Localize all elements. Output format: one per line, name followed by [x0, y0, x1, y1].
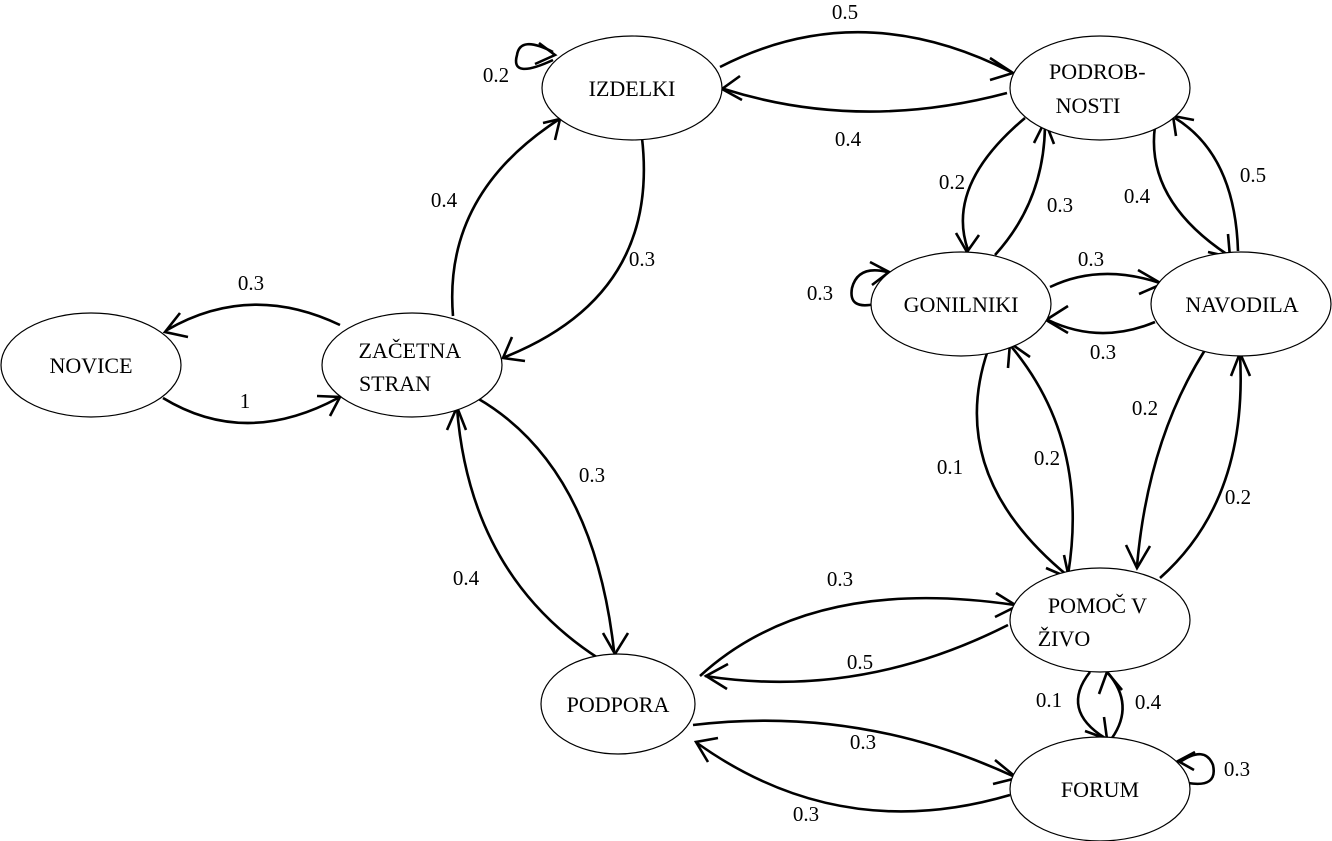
edge-label-podrobnosti-izdelki: 0.4 [835, 127, 862, 151]
edge-izdelki-izdelki [514, 42, 554, 71]
edge-label-zacetna-izdelki: 0.4 [431, 188, 458, 212]
edges [162, 30, 1242, 813]
edge-podpora-zacetna [455, 407, 599, 660]
node-podrobnosti: PODROB- NOSTI [1009, 35, 1191, 141]
node-forum: FORUM [1009, 736, 1191, 841]
edge-navodila-podrobnosti [1174, 116, 1240, 252]
node-podpora: PODPORA [540, 653, 696, 755]
edge-gonilniki-navodila [1049, 272, 1161, 289]
edge-label-podrobnosti-navodila: 0.4 [1124, 184, 1151, 208]
edge-podrobnosti-izdelki [723, 87, 1008, 113]
edge-label-navodila-pomoc: 0.2 [1132, 396, 1158, 420]
edge-izdelki-zacetna [504, 137, 646, 359]
edge-zacetna-podpora [476, 396, 616, 652]
edge-izdelki-podrobnosti [719, 30, 1012, 74]
edge-gonilniki-gonilniki [850, 269, 888, 307]
node-novice: NOVICE [0, 312, 182, 418]
arrowhead-icon [1124, 544, 1152, 571]
edge-label-gonilniki-gonilniki: 0.3 [807, 281, 833, 305]
edge-forum-forum [1179, 752, 1215, 786]
edge-zacetna-novice [166, 303, 341, 332]
edge-label-izdelki-zacetna: 0.3 [629, 247, 655, 271]
edge-gonilniki-pomoc [975, 349, 1069, 578]
edge-label-gonilniki-podrobnosti: 0.3 [1047, 193, 1073, 217]
edge-pomoc-gonilniki [1009, 344, 1074, 576]
arrowhead-icon [316, 394, 343, 417]
node-gonilniki: GONILNIKI [870, 251, 1052, 357]
edge-label-pomoc-podpora: 0.5 [847, 650, 873, 674]
edge-label-forum-pomoc: 0.4 [1135, 690, 1162, 714]
edge-label-navodila-podrobnosti: 0.5 [1240, 163, 1266, 187]
node-navodila-label: NAVODILA [1185, 292, 1298, 317]
edge-navodila-pomoc [1135, 349, 1207, 567]
arrowhead-icon [501, 336, 526, 363]
edge-label-podrobnosti-gonilniki: 0.2 [939, 170, 965, 194]
edge-label-pomoc-gonilniki: 0.2 [1034, 446, 1060, 470]
edge-podrobnosti-gonilniki [961, 117, 1026, 251]
edge-pomoc-navodila [1159, 354, 1242, 579]
arrowhead-icon [989, 56, 1017, 82]
node-pomoc-v-zivo-label: POMOČ V ŽIVO [1038, 593, 1152, 651]
edge-zacetna-izdelki [450, 118, 559, 317]
edge-label-izdelki-podrobnosti: 0.5 [832, 0, 858, 24]
edge-podpora-forum [692, 719, 1016, 779]
node-podrobnosti-label: PODROB- NOSTI [1049, 59, 1151, 118]
edge-pomoc-forum [1076, 671, 1106, 740]
node-zacetna-stran: ZAČETNA STRAN [321, 312, 503, 418]
edge-label-navodila-gonilniki: 0.3 [1090, 340, 1116, 364]
edge-novice-zacetna [162, 396, 339, 425]
arrowhead-icon [954, 232, 981, 255]
edge-label-forum-forum: 0.3 [1224, 757, 1250, 781]
edge-label-pomoc-forum: 0.1 [1036, 688, 1062, 712]
edge-label-izdelki-izdelki: 0.2 [483, 63, 509, 87]
edge-gonilniki-podrobnosti [994, 122, 1047, 256]
edge-pomoc-podpora [704, 623, 1009, 684]
nodes: NOVICE ZAČETNA STRAN IZDELKI PODROB- NOS… [0, 35, 1332, 841]
edge-label-zacetna-novice: 0.3 [238, 271, 264, 295]
edge-label-novice-zacetna: 1 [240, 389, 251, 413]
arrowhead-icon [162, 312, 189, 339]
node-izdelki: IZDELKI [541, 35, 723, 141]
arrowhead-icon [1175, 750, 1196, 772]
edge-podpora-pomoc [699, 596, 1016, 677]
edge-labels: 0.3 1 0.4 0.3 0.2 0.5 0.4 0.3 0.4 0.2 0.… [238, 0, 1266, 826]
node-novice-label: NOVICE [49, 353, 132, 378]
edge-label-gonilniki-navodila: 0.3 [1078, 247, 1104, 271]
edge-label-zacetna-podpora: 0.3 [579, 463, 605, 487]
node-izdelki-label: IZDELKI [589, 76, 676, 101]
edge-navodila-gonilniki [1047, 318, 1156, 335]
arrowhead-icon [693, 736, 719, 763]
edge-podrobnosti-navodila [1152, 125, 1229, 257]
edge-label-podpora-pomoc: 0.3 [827, 567, 853, 591]
edge-forum-podpora [696, 741, 1011, 813]
edge-label-podpora-forum: 0.3 [850, 730, 876, 754]
arrowhead-icon [601, 632, 630, 657]
arrowhead-icon [534, 41, 558, 66]
node-gonilniki-label: GONILNIKI [904, 292, 1019, 317]
arrowhead-icon [719, 74, 743, 102]
node-pomoc-v-zivo: POMOČ V ŽIVO [1009, 567, 1191, 673]
node-forum-label: FORUM [1061, 777, 1139, 802]
edge-label-podpora-zacetna: 0.4 [453, 566, 480, 590]
edge-label-pomoc-navodila: 0.2 [1225, 485, 1251, 509]
node-podpora-label: PODPORA [567, 692, 670, 717]
edge-label-forum-podpora: 0.3 [793, 802, 819, 826]
edge-label-gonilniki-pomoc: 0.1 [937, 455, 963, 479]
node-navodila: NAVODILA [1150, 251, 1332, 357]
arrowhead-icon [703, 662, 729, 691]
arrowheads [162, 41, 1252, 786]
arrowhead-icon [869, 260, 892, 287]
node-zacetna-stran-label: ZAČETNA STRAN [359, 338, 466, 396]
